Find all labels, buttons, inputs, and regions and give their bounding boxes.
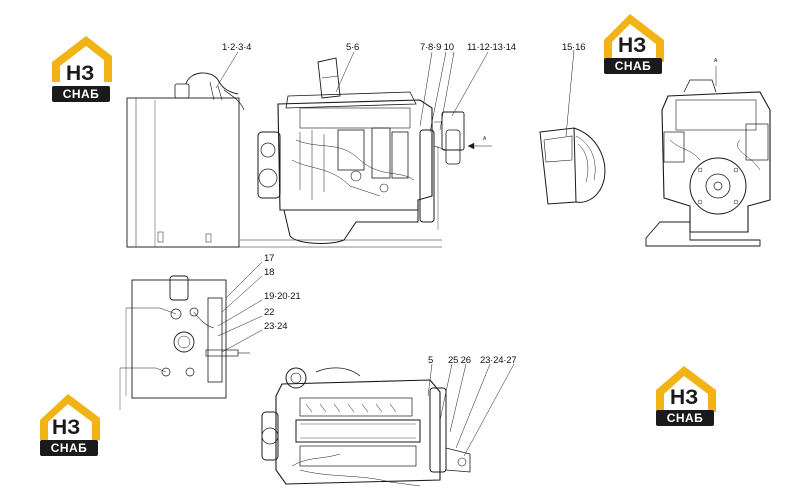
brand-logo-caption: СНАБ — [604, 58, 662, 74]
brand-logo-mark: НЗ — [52, 416, 81, 439]
callout-22: 22 — [264, 307, 275, 318]
brand-logo-mark: НЗ — [618, 34, 647, 57]
top-left-engine-side-view — [126, 51, 492, 248]
callout-23-24-27: 23·24·27 — [480, 355, 517, 366]
callout-7-8-9-10: 7·8·9 10 — [420, 42, 454, 53]
callout-5-6: 5·6 — [346, 42, 360, 53]
brand-logo-bottom-left: НЗ СНАБ — [40, 400, 106, 466]
callout-18: 18 — [264, 267, 275, 278]
callout-19-20-21: 19·20·21 — [264, 291, 301, 302]
brand-logo-caption: СНАБ — [40, 440, 98, 456]
view-mark-a-section: A — [483, 136, 487, 142]
callout-23-24: 23·24 — [264, 321, 288, 332]
brand-logo-bottom-right: НЗ СНАБ — [656, 370, 722, 436]
tank-top-view — [119, 261, 263, 410]
brand-logo-top-left: НЗ СНАБ — [52, 44, 118, 110]
callout-1-2-3-4: 1·2·3·4 — [222, 42, 252, 53]
logo-roof-shapes — [40, 14, 716, 440]
engine-top-view — [261, 363, 515, 487]
callout-15-16: 15·16 — [562, 42, 586, 53]
brand-logo-caption: СНАБ — [656, 410, 714, 426]
callout-17: 17 — [264, 253, 275, 264]
callout-25-26: 25 26 — [448, 355, 471, 366]
callout-5-bottom: 5 — [428, 355, 434, 366]
brand-logo-caption: СНАБ — [52, 86, 110, 102]
brand-logo-mark: НЗ — [66, 62, 95, 85]
callout-11-12-13-14: 11·12·13·14 — [467, 42, 516, 53]
component-15-16-view — [539, 49, 606, 205]
engine-front-view-a — [645, 66, 771, 247]
brand-logo-mark: НЗ — [670, 386, 699, 409]
view-mark-a-front: A — [714, 58, 718, 64]
brand-logo-top-right: НЗ СНАБ — [604, 18, 670, 84]
